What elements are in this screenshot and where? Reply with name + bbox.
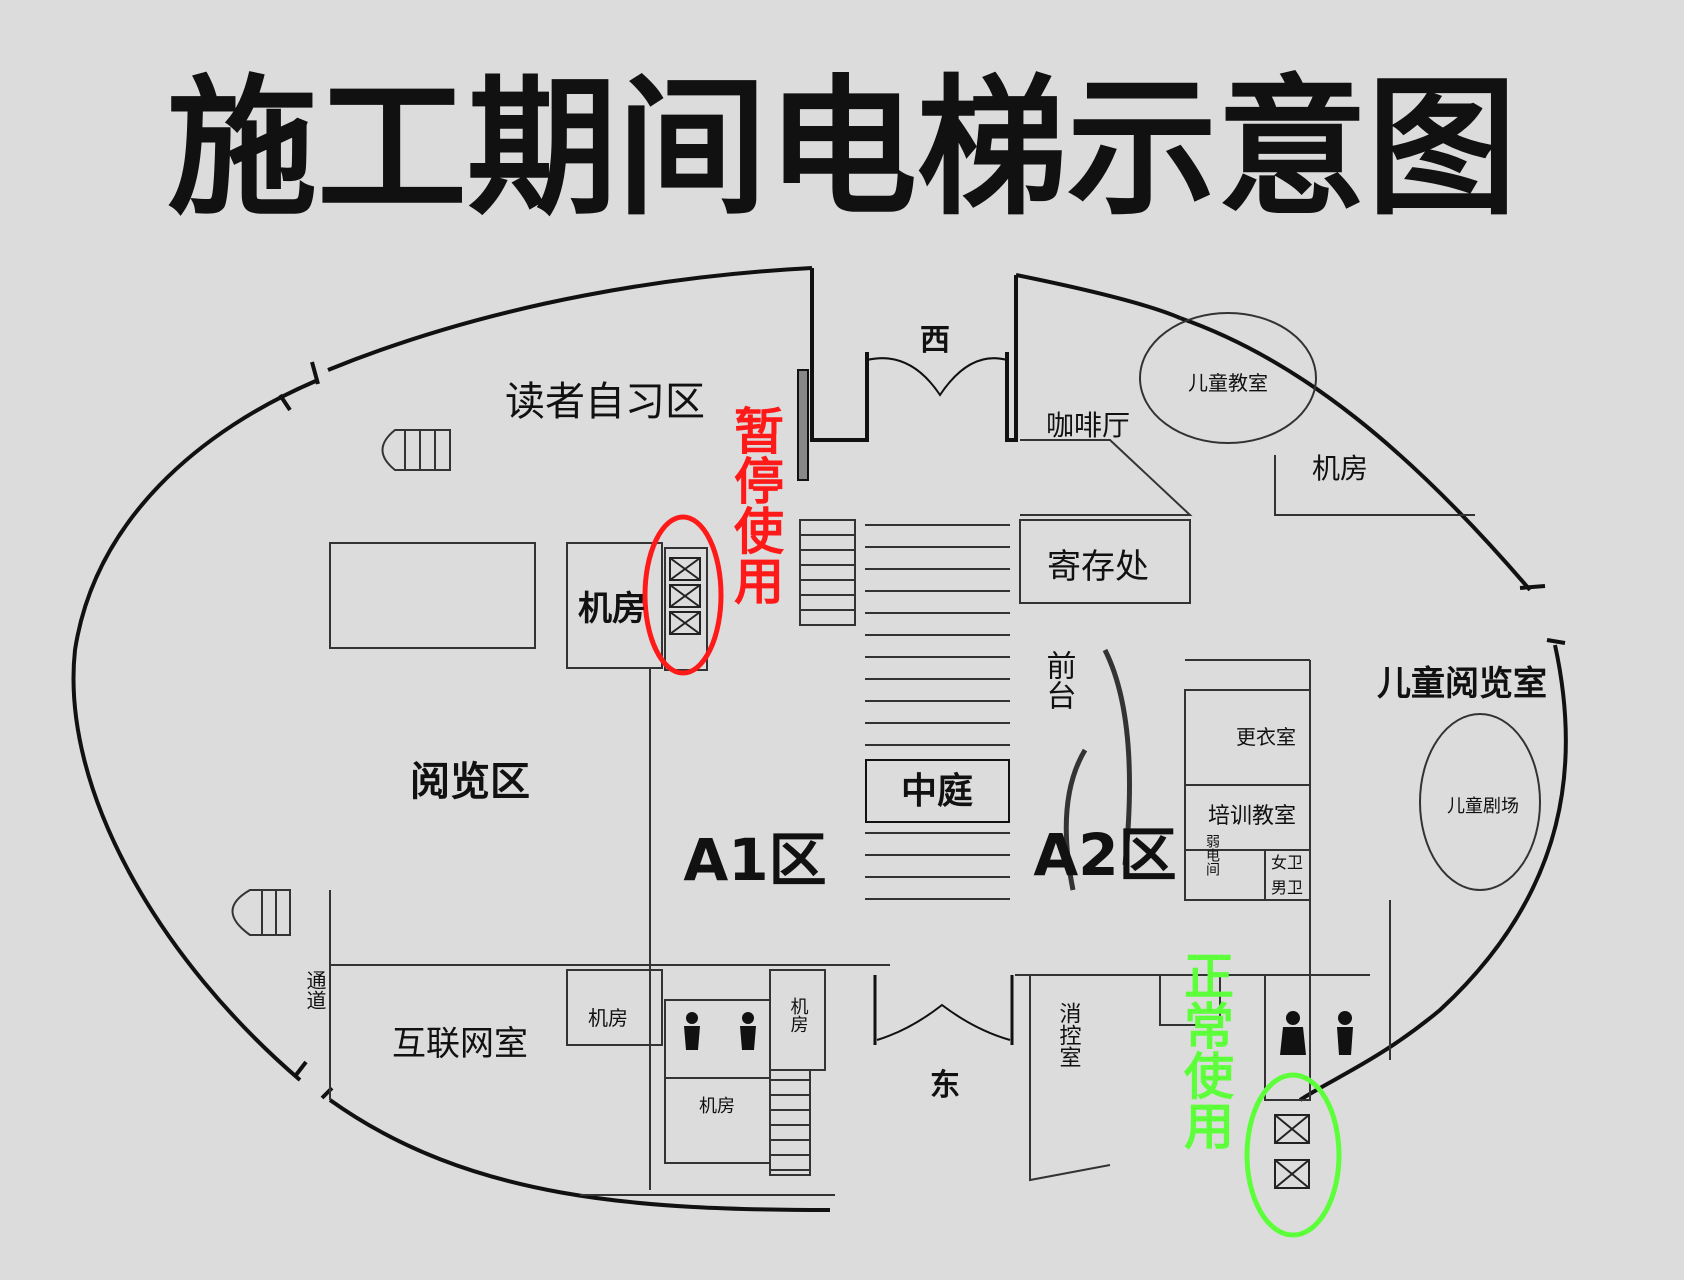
room-machine-s3: 机房 [699, 1096, 735, 1117]
room-machine-s1: 机房 [588, 1006, 628, 1030]
room-fire-control: 消控室 [1056, 1002, 1082, 1068]
status-suspended-label: 暂停使用 [726, 405, 784, 605]
room-atrium: 中庭 [901, 771, 973, 812]
room-children-classroom: 儿童教室 [1188, 371, 1268, 395]
room-machine-ne: 机房 [1312, 452, 1368, 485]
map-title: 施工期间电梯示意图 [167, 62, 1517, 236]
atrium-box [865, 759, 1010, 823]
room-reading-area: 阅览区 [410, 759, 530, 805]
spiral-stair-nw [381, 429, 451, 471]
room-machine-nw: 机房 [578, 589, 646, 629]
room-children-reading: 儿童阅览室 [1377, 664, 1547, 704]
zone-a2: A2区 [1033, 821, 1176, 889]
east-entrance [873, 975, 1014, 1045]
person-icon [684, 1012, 700, 1050]
room-internet: 互联网室 [392, 1024, 528, 1064]
room-locker: 更衣室 [1236, 725, 1296, 749]
room-children-theater: 儿童剧场 [1447, 796, 1519, 817]
reception-counters [1063, 648, 1132, 891]
spiral-stair-sw [231, 889, 291, 936]
room-small-label: 弱电间 [1204, 834, 1220, 877]
room-reader-study: 读者自习区 [505, 379, 705, 425]
elevator-group-suspended [669, 557, 701, 635]
status-normal-label: 正常使用 [1176, 950, 1234, 1150]
room-passage: 通道 [303, 970, 327, 1010]
elevator-group-normal [1274, 1114, 1310, 1189]
person-icon [1280, 1011, 1306, 1055]
left-wing-rooms [329, 542, 890, 1196]
room-training: 培训教室 [1208, 804, 1296, 829]
direction-east: 东 [930, 1068, 960, 1103]
elevator-normal-marker [1244, 1072, 1342, 1238]
person-icon [740, 1012, 756, 1050]
room-storage: 寄存处 [1047, 547, 1149, 587]
direction-west: 西 [920, 323, 950, 358]
room-cafe: 咖啡厅 [1046, 409, 1130, 442]
stairs-west [799, 519, 856, 626]
outer-wall [71, 266, 1568, 1212]
room-reception: 前台 [1041, 650, 1076, 710]
elevator-suspended-marker [642, 514, 724, 676]
right-wing-rooms [1015, 312, 1541, 1182]
room-machine-s2: 机房 [788, 997, 809, 1033]
room-women-wc: 女卫 [1271, 853, 1303, 872]
toilet-icons [684, 1011, 1353, 1055]
zone-a1: A1区 [683, 826, 826, 894]
person-icon [1337, 1011, 1353, 1055]
stairs-east [769, 1079, 811, 1176]
west-entrance [797, 268, 1181, 481]
room-men-wc: 男卫 [1271, 878, 1303, 897]
atrium-steps [865, 524, 1010, 900]
